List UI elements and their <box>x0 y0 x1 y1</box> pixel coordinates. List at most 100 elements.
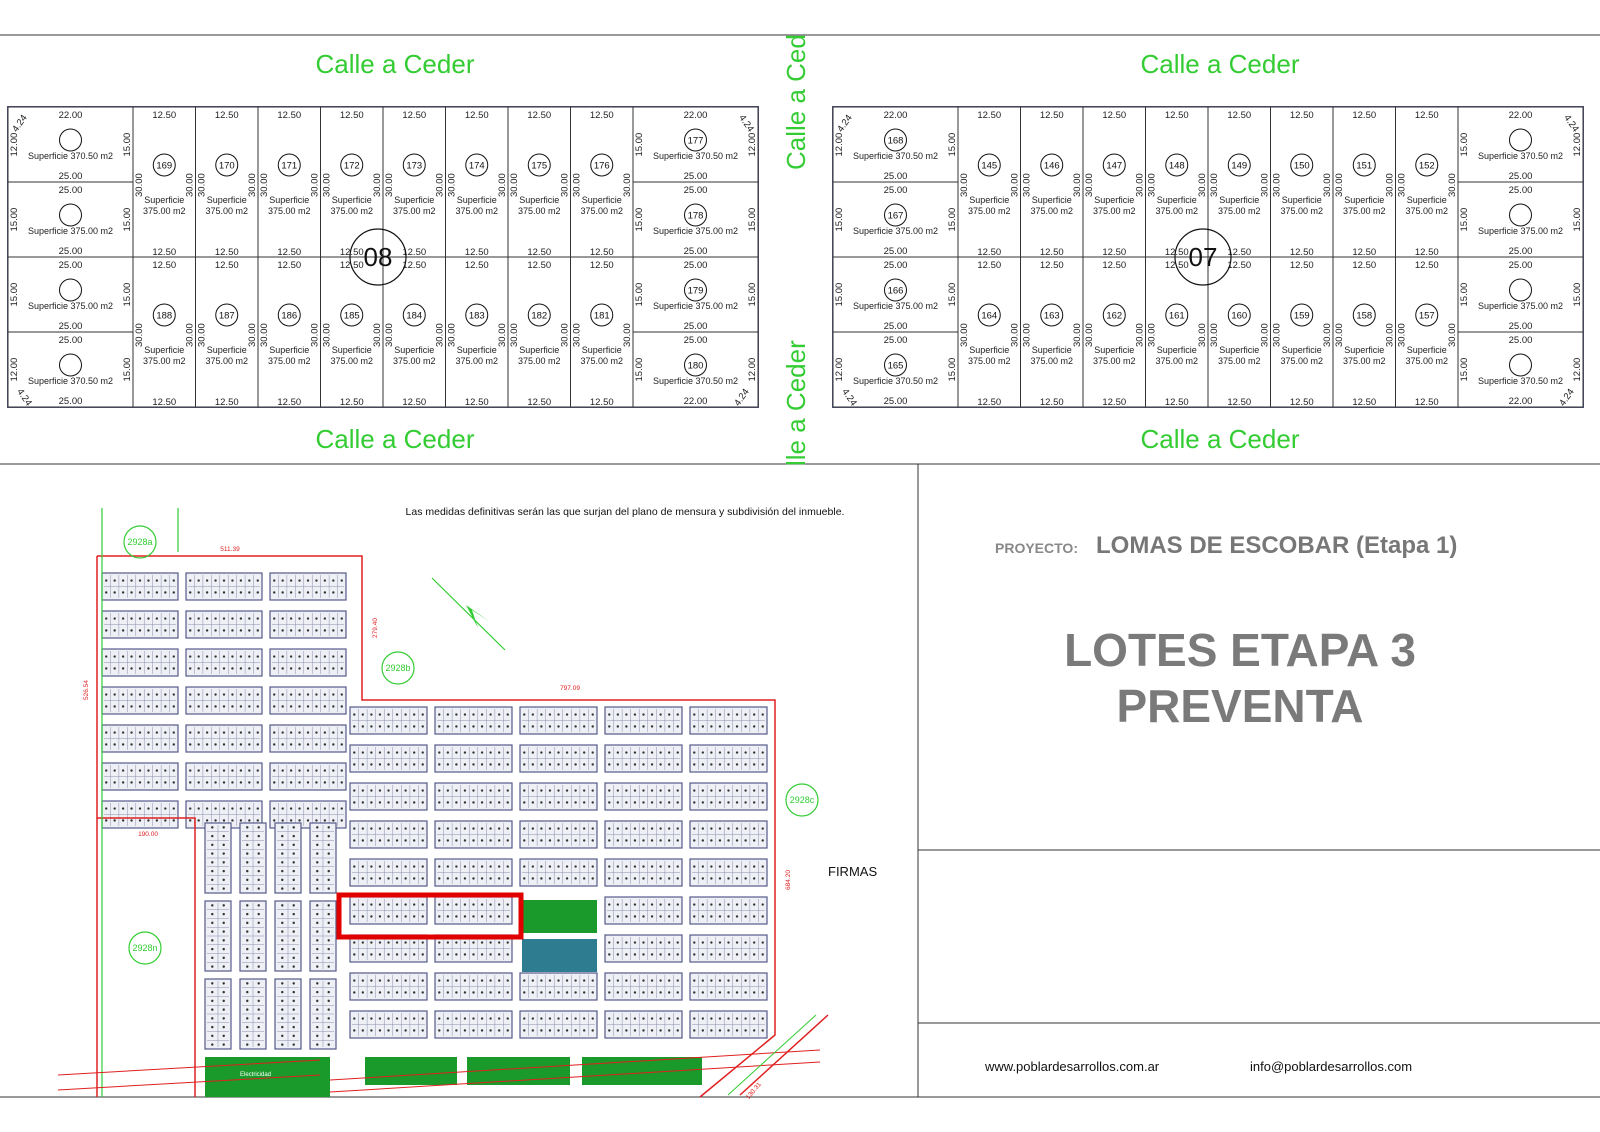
map-lot-dot <box>591 877 594 880</box>
map-lot-dot <box>298 667 301 670</box>
map-lot-dot <box>189 617 192 620</box>
map-lot-dot <box>565 839 569 842</box>
lot-outline <box>257 256 321 408</box>
map-lot-dot <box>387 991 390 994</box>
map-lot-dot <box>155 781 159 784</box>
map-lot-dot <box>138 591 142 594</box>
map-lot-dot <box>463 827 467 830</box>
map-lot-dot <box>197 617 200 620</box>
map-block <box>185 572 263 601</box>
map-lot-dot <box>667 751 671 754</box>
map-lot-dot <box>591 789 594 792</box>
map-lot-dot <box>292 956 295 960</box>
map-block <box>604 858 683 887</box>
map-lot-dot <box>387 725 390 728</box>
map-lot-dot <box>676 751 679 754</box>
map-lot-dot <box>480 1017 484 1020</box>
map-lot-dot <box>625 903 628 906</box>
email-text[interactable]: info@poblardesarrollos.com <box>1250 1059 1412 1074</box>
map-lot-dot <box>446 877 450 880</box>
map-lot-dot <box>395 839 399 842</box>
map-lot-dot <box>189 591 192 594</box>
map-lot-dot <box>105 819 108 822</box>
map-lot-dot <box>211 861 214 864</box>
map-lot-dot <box>761 979 764 982</box>
map-lot-dot <box>404 915 407 918</box>
lot-width-top: 25.00 <box>684 185 708 196</box>
map-lot-dot <box>735 713 739 716</box>
map-lot-dot <box>246 878 249 882</box>
map-lot-dot <box>327 869 330 873</box>
lot-depth-right: 30.00 <box>1322 323 1333 347</box>
map-lot-dot <box>113 781 116 784</box>
map-lot-dot <box>761 801 764 804</box>
map-lot-dot <box>246 1043 249 1046</box>
map-block <box>239 900 267 972</box>
site-boundary-inner <box>97 817 196 1097</box>
map-lot-dot <box>189 693 192 696</box>
lot-depth-right: 30.00 <box>247 323 258 347</box>
map-lot-dot <box>256 667 259 670</box>
lot-width-bottom: 25.00 <box>684 246 708 257</box>
map-lot-dot <box>387 801 390 804</box>
lot-depth-left: 15.00 <box>834 283 845 307</box>
map-lot-dot <box>327 999 330 1003</box>
map-lot-dot <box>205 655 209 658</box>
lot-area-label: Superficie <box>519 345 559 355</box>
map-lot-dot <box>531 801 535 804</box>
lot-width-top: 12.50 <box>1290 260 1314 271</box>
website-text[interactable]: www.poblardesarrollos.com.ar <box>984 1059 1160 1074</box>
map-lot-dot <box>650 991 654 994</box>
selected-block-highlight[interactable] <box>336 892 524 940</box>
map-measure: 130.31 <box>745 1081 763 1101</box>
